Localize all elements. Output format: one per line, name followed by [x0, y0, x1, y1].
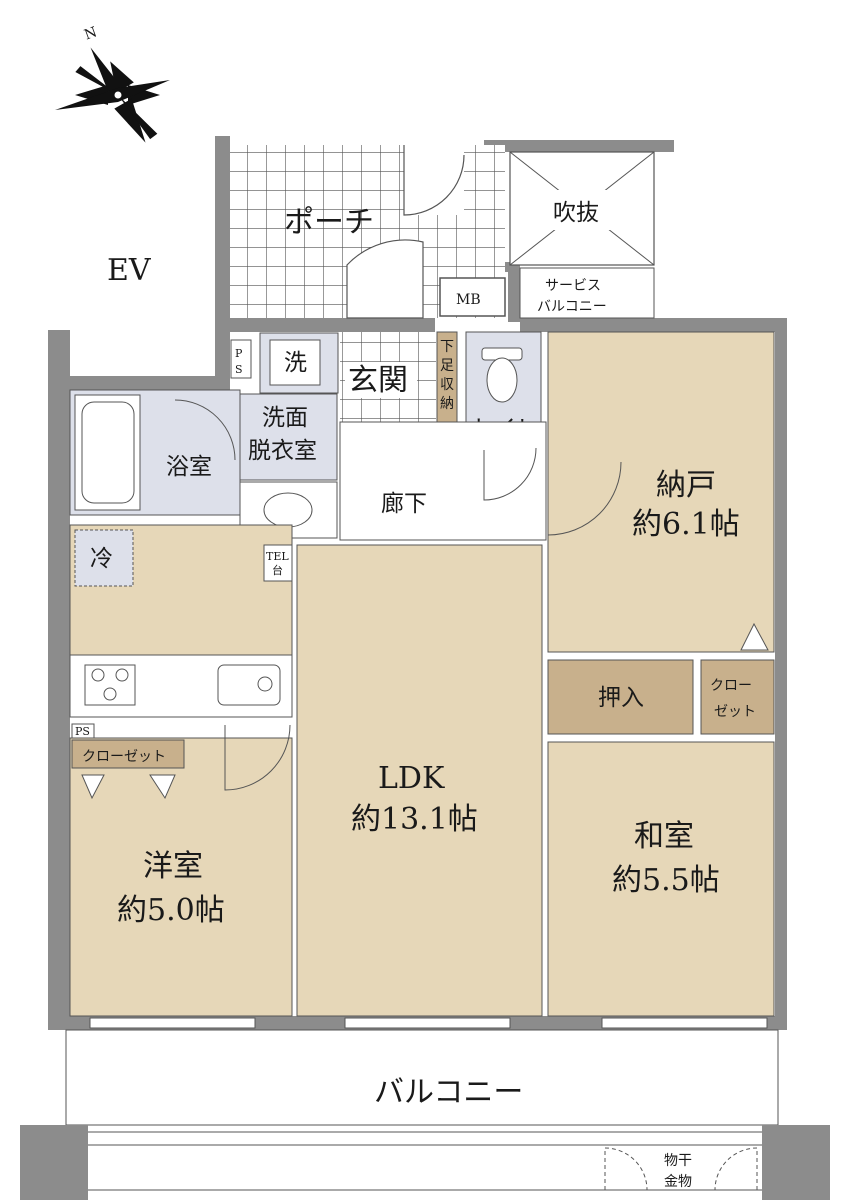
- washitsu-room: [547, 741, 775, 1017]
- western-size: 約5.0帖: [117, 893, 225, 928]
- washroom: [239, 393, 338, 481]
- shoe-storage-char1: 下: [440, 339, 454, 355]
- washitsu-size: 約5.5帖: [612, 863, 720, 898]
- ps-kitchen-label: PS: [75, 725, 90, 738]
- drying-hardware-label-2: 金物: [664, 1174, 692, 1190]
- balcony-label: バルコニー: [374, 1075, 523, 1110]
- small-closet-label-1: クロー: [710, 678, 752, 694]
- mb-label: MB: [456, 292, 481, 308]
- service-balcony-label-1: サービス: [545, 278, 601, 294]
- tel-stand: [263, 544, 293, 582]
- balcony: [20, 1029, 830, 1200]
- porch-label: ポーチ: [284, 205, 374, 240]
- drying-hardware-label-1: 物干: [664, 1153, 692, 1169]
- ldk-size: 約13.1帖: [351, 802, 478, 837]
- oshiire: [547, 659, 694, 735]
- western-room: [69, 737, 293, 1017]
- storeroom-name: 納戸: [656, 468, 716, 503]
- fridge-space: [74, 529, 134, 587]
- oshiire-label: 押入: [598, 685, 644, 711]
- ps-top-s: S: [235, 363, 243, 376]
- ps-top-p: P: [235, 347, 243, 360]
- ps-top: [230, 339, 252, 379]
- entrance-label: 玄関: [348, 363, 408, 398]
- tel-label-2: 台: [272, 563, 283, 577]
- mb-box: [439, 277, 506, 317]
- washitsu-name: 和室: [634, 819, 694, 854]
- western-closet: [71, 739, 185, 769]
- bath-label: 浴室: [166, 454, 212, 480]
- toilet-icon: [481, 347, 523, 403]
- service-balcony: [519, 267, 655, 319]
- north-label: N: [82, 24, 99, 43]
- shoe-storage-char3: 収: [440, 377, 454, 393]
- shoe-storage-char4: 納: [440, 396, 454, 412]
- storeroom-size: 約6.1帖: [632, 507, 740, 542]
- closet-door-icon: [740, 622, 769, 651]
- ldk-room: [296, 544, 543, 1017]
- small-closet-label-2: ゼット: [714, 704, 756, 720]
- corridor-label: 廊下: [381, 491, 427, 517]
- tel-label-1: TEL: [266, 550, 289, 563]
- void-area: [509, 151, 655, 266]
- service-balcony-label-2: バルコニー: [537, 299, 607, 315]
- washroom-label-1: 洗面: [262, 405, 308, 431]
- shoe-storage-char2: 足: [440, 358, 454, 374]
- kitchen-counter: [69, 654, 293, 718]
- south-windows: [89, 1017, 768, 1029]
- small-closet: [700, 659, 775, 735]
- washer-label: 洗: [284, 350, 307, 376]
- fridge-label: 冷: [90, 546, 113, 572]
- western-name: 洋室: [143, 849, 203, 884]
- ldk-name: LDK: [378, 761, 445, 796]
- ev-label: EV: [107, 253, 152, 288]
- compass-rose-icon: [55, 47, 170, 143]
- storeroom: [547, 331, 775, 653]
- western-closet-label: クローゼット: [82, 749, 166, 765]
- corridor: [339, 421, 547, 541]
- washroom-label-2: 脱衣室: [248, 438, 317, 464]
- bathtub-icon: [74, 394, 141, 511]
- void-label: 吹抜: [553, 200, 599, 226]
